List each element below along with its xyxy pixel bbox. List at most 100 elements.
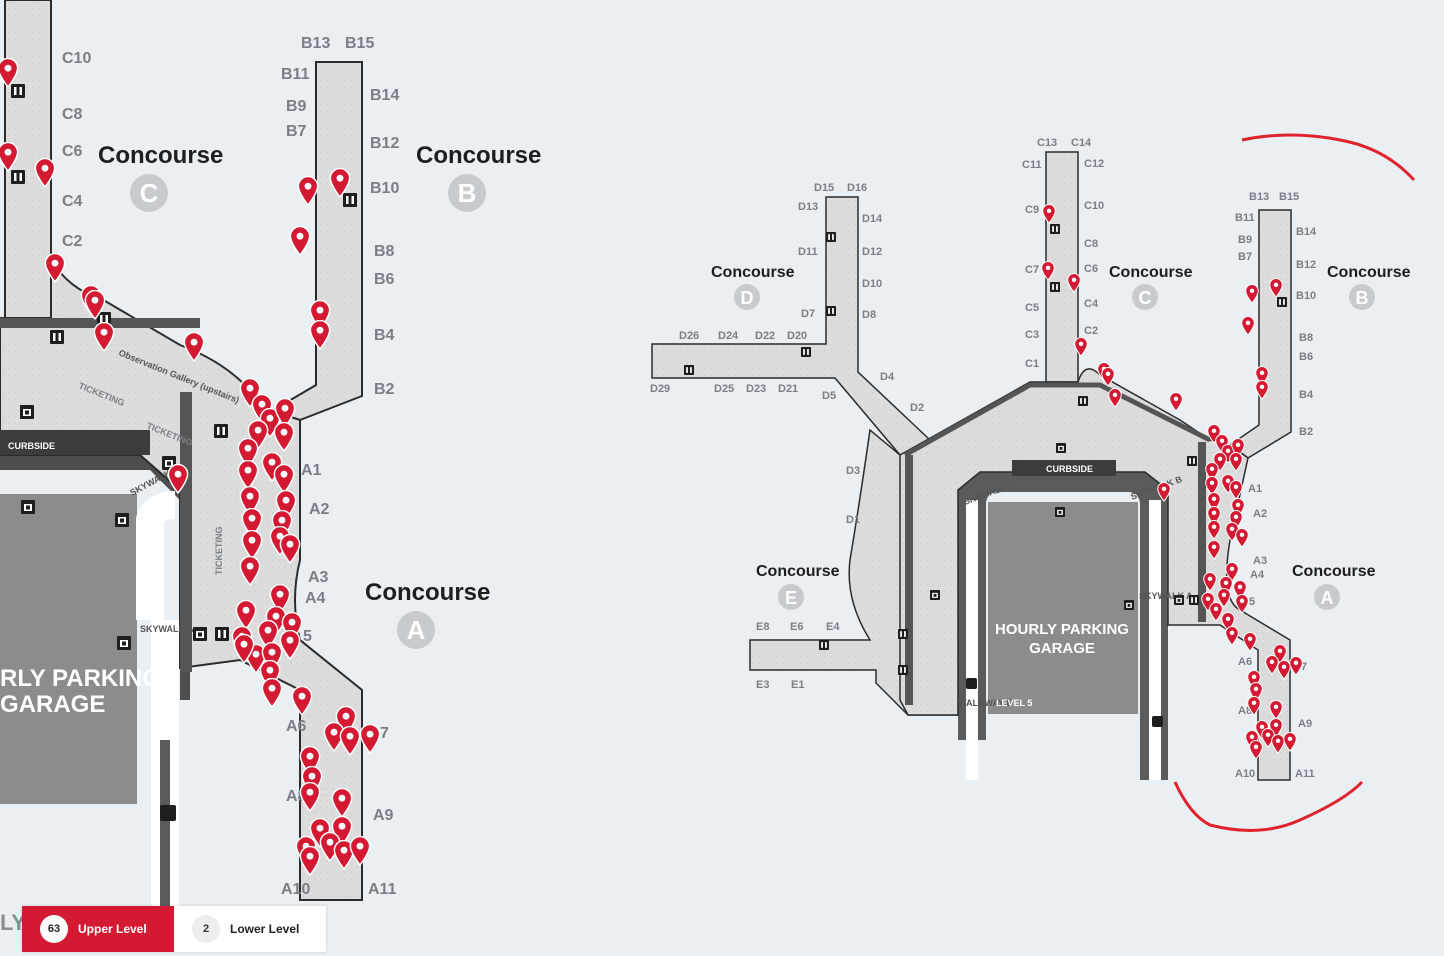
- restroom-icon[interactable]: [1078, 396, 1088, 406]
- restroom-icon[interactable]: [801, 347, 811, 357]
- restroom-icon[interactable]: [1187, 456, 1197, 466]
- parking-label-2-left: GARAGE: [0, 691, 105, 718]
- gate-label: B8: [1299, 332, 1313, 344]
- gate-label: C11: [1022, 159, 1042, 171]
- gate-label: D12: [862, 246, 882, 258]
- concourse-letter-e: E: [785, 588, 797, 608]
- concourse-word-c-right: Concourse: [1109, 264, 1193, 281]
- gate-label: D1: [846, 514, 860, 526]
- gate-label: B4: [374, 327, 395, 344]
- gate-label: D3: [846, 465, 860, 477]
- gate-label: B9: [286, 98, 307, 115]
- gate-label: A10: [1235, 768, 1255, 780]
- lower-level-count: 2: [192, 915, 220, 943]
- gate-label: D29: [650, 383, 670, 395]
- restroom-icon[interactable]: [684, 365, 694, 375]
- concourse-word-e: Concourse: [756, 563, 840, 580]
- gate-label: B9: [1238, 234, 1252, 246]
- location-pin[interactable]: [297, 176, 319, 206]
- gate-label: B6: [1299, 351, 1313, 363]
- restroom-icon[interactable]: [11, 84, 25, 98]
- gate-label: D15: [814, 182, 834, 194]
- curbside-label-left: CURBSIDE: [8, 441, 55, 451]
- bus-icon: [160, 805, 176, 821]
- gate-label: D11: [798, 246, 818, 258]
- location-pin[interactable]: [1169, 392, 1183, 412]
- walkway-e-label: WALKWAY E: [958, 698, 1013, 708]
- location-pin[interactable]: [1241, 316, 1255, 336]
- pier-d-right: [651, 196, 932, 456]
- elevator-icon[interactable]: [1174, 595, 1184, 605]
- restroom-icon[interactable]: [343, 193, 357, 207]
- lower-level-button[interactable]: 2 Lower Level: [174, 906, 326, 952]
- gate-label: A9: [1298, 718, 1312, 730]
- upper-level-button[interactable]: 63 Upper Level: [22, 906, 174, 952]
- location-pin[interactable]: [289, 226, 311, 256]
- gate-label: 5: [1249, 596, 1255, 608]
- restroom-icon[interactable]: [1277, 297, 1287, 307]
- gate-label: D26: [679, 330, 699, 342]
- gate-label: B15: [1279, 191, 1299, 203]
- location-pin[interactable]: [1235, 528, 1249, 548]
- restroom-icon[interactable]: [819, 640, 829, 650]
- gate-label: B11: [1235, 212, 1255, 224]
- gate-label: D22: [755, 330, 775, 342]
- skywalk-a-label-right: SKYWALK A: [1139, 591, 1193, 601]
- location-pin[interactable]: [261, 678, 283, 708]
- gate-label: A3: [308, 569, 329, 586]
- elevator-icon[interactable]: [117, 636, 131, 650]
- concourse-word-a-right: Concourse: [1292, 563, 1376, 580]
- restroom-icon[interactable]: [1050, 282, 1060, 292]
- concourse-letter-b-right: B: [1356, 288, 1369, 308]
- gate-label: B7: [1238, 251, 1252, 263]
- gate-label: B10: [370, 180, 399, 197]
- pier-b-right: [1228, 209, 1292, 459]
- restroom-icon[interactable]: [898, 629, 908, 639]
- gate-label: C9: [1025, 204, 1039, 216]
- gate-label: B2: [1299, 426, 1313, 438]
- elevator-icon[interactable]: [115, 513, 129, 527]
- gate-label: A6: [1238, 656, 1252, 668]
- concourse-letter-d: D: [741, 288, 754, 308]
- restroom-icon[interactable]: [1189, 595, 1199, 605]
- restroom-icon[interactable]: [1050, 224, 1060, 234]
- gate-label: E1: [791, 679, 804, 691]
- gate-label: D16: [847, 182, 867, 194]
- gate-label: C5: [1025, 302, 1039, 314]
- concourse-letter-b-left: B: [458, 178, 477, 208]
- elevator-icon[interactable]: [21, 500, 35, 514]
- gate-label: C14: [1071, 137, 1092, 149]
- gate-labels-b-left: B13 B15 B11 B9 B7 B14 B12 B10 B8 B6 B4 B…: [281, 35, 399, 398]
- gate-label: B14: [1296, 226, 1317, 238]
- gate-label: A11: [368, 881, 397, 898]
- gate-label: A8: [1238, 705, 1252, 717]
- location-pin[interactable]: [1225, 626, 1239, 646]
- gate-label: B2: [374, 381, 395, 398]
- restroom-icon[interactable]: [826, 232, 836, 242]
- gate-label: C8: [1084, 238, 1098, 250]
- restroom-icon[interactable]: [11, 170, 25, 184]
- elevator-icon[interactable]: [1055, 507, 1065, 517]
- restroom-icon[interactable]: [214, 424, 228, 438]
- gate-label: 7: [380, 725, 389, 742]
- gate-label: B11: [281, 66, 310, 83]
- location-pin[interactable]: [1245, 284, 1259, 304]
- gate-label: A4: [305, 590, 326, 607]
- elevator-icon[interactable]: [1056, 443, 1066, 453]
- gate-label: C6: [62, 143, 83, 160]
- restroom-icon[interactable]: [826, 306, 836, 316]
- restroom-icon[interactable]: [215, 627, 229, 641]
- elevator-icon[interactable]: [1124, 600, 1134, 610]
- annotation-arc-bottom: [1173, 780, 1364, 832]
- elevator-icon[interactable]: [20, 405, 34, 419]
- restroom-icon[interactable]: [50, 330, 64, 344]
- gate-label: C2: [1084, 325, 1098, 337]
- restroom-icon[interactable]: [898, 665, 908, 675]
- gate-labels-c-left: C10 C8 C6 C4 C2: [62, 50, 91, 250]
- bus-icon: [1152, 716, 1163, 727]
- elevator-icon[interactable]: [193, 627, 207, 641]
- elevator-icon[interactable]: [930, 590, 940, 600]
- curbside-label-right: CURBSIDE: [1046, 464, 1093, 474]
- location-pin[interactable]: [359, 724, 381, 754]
